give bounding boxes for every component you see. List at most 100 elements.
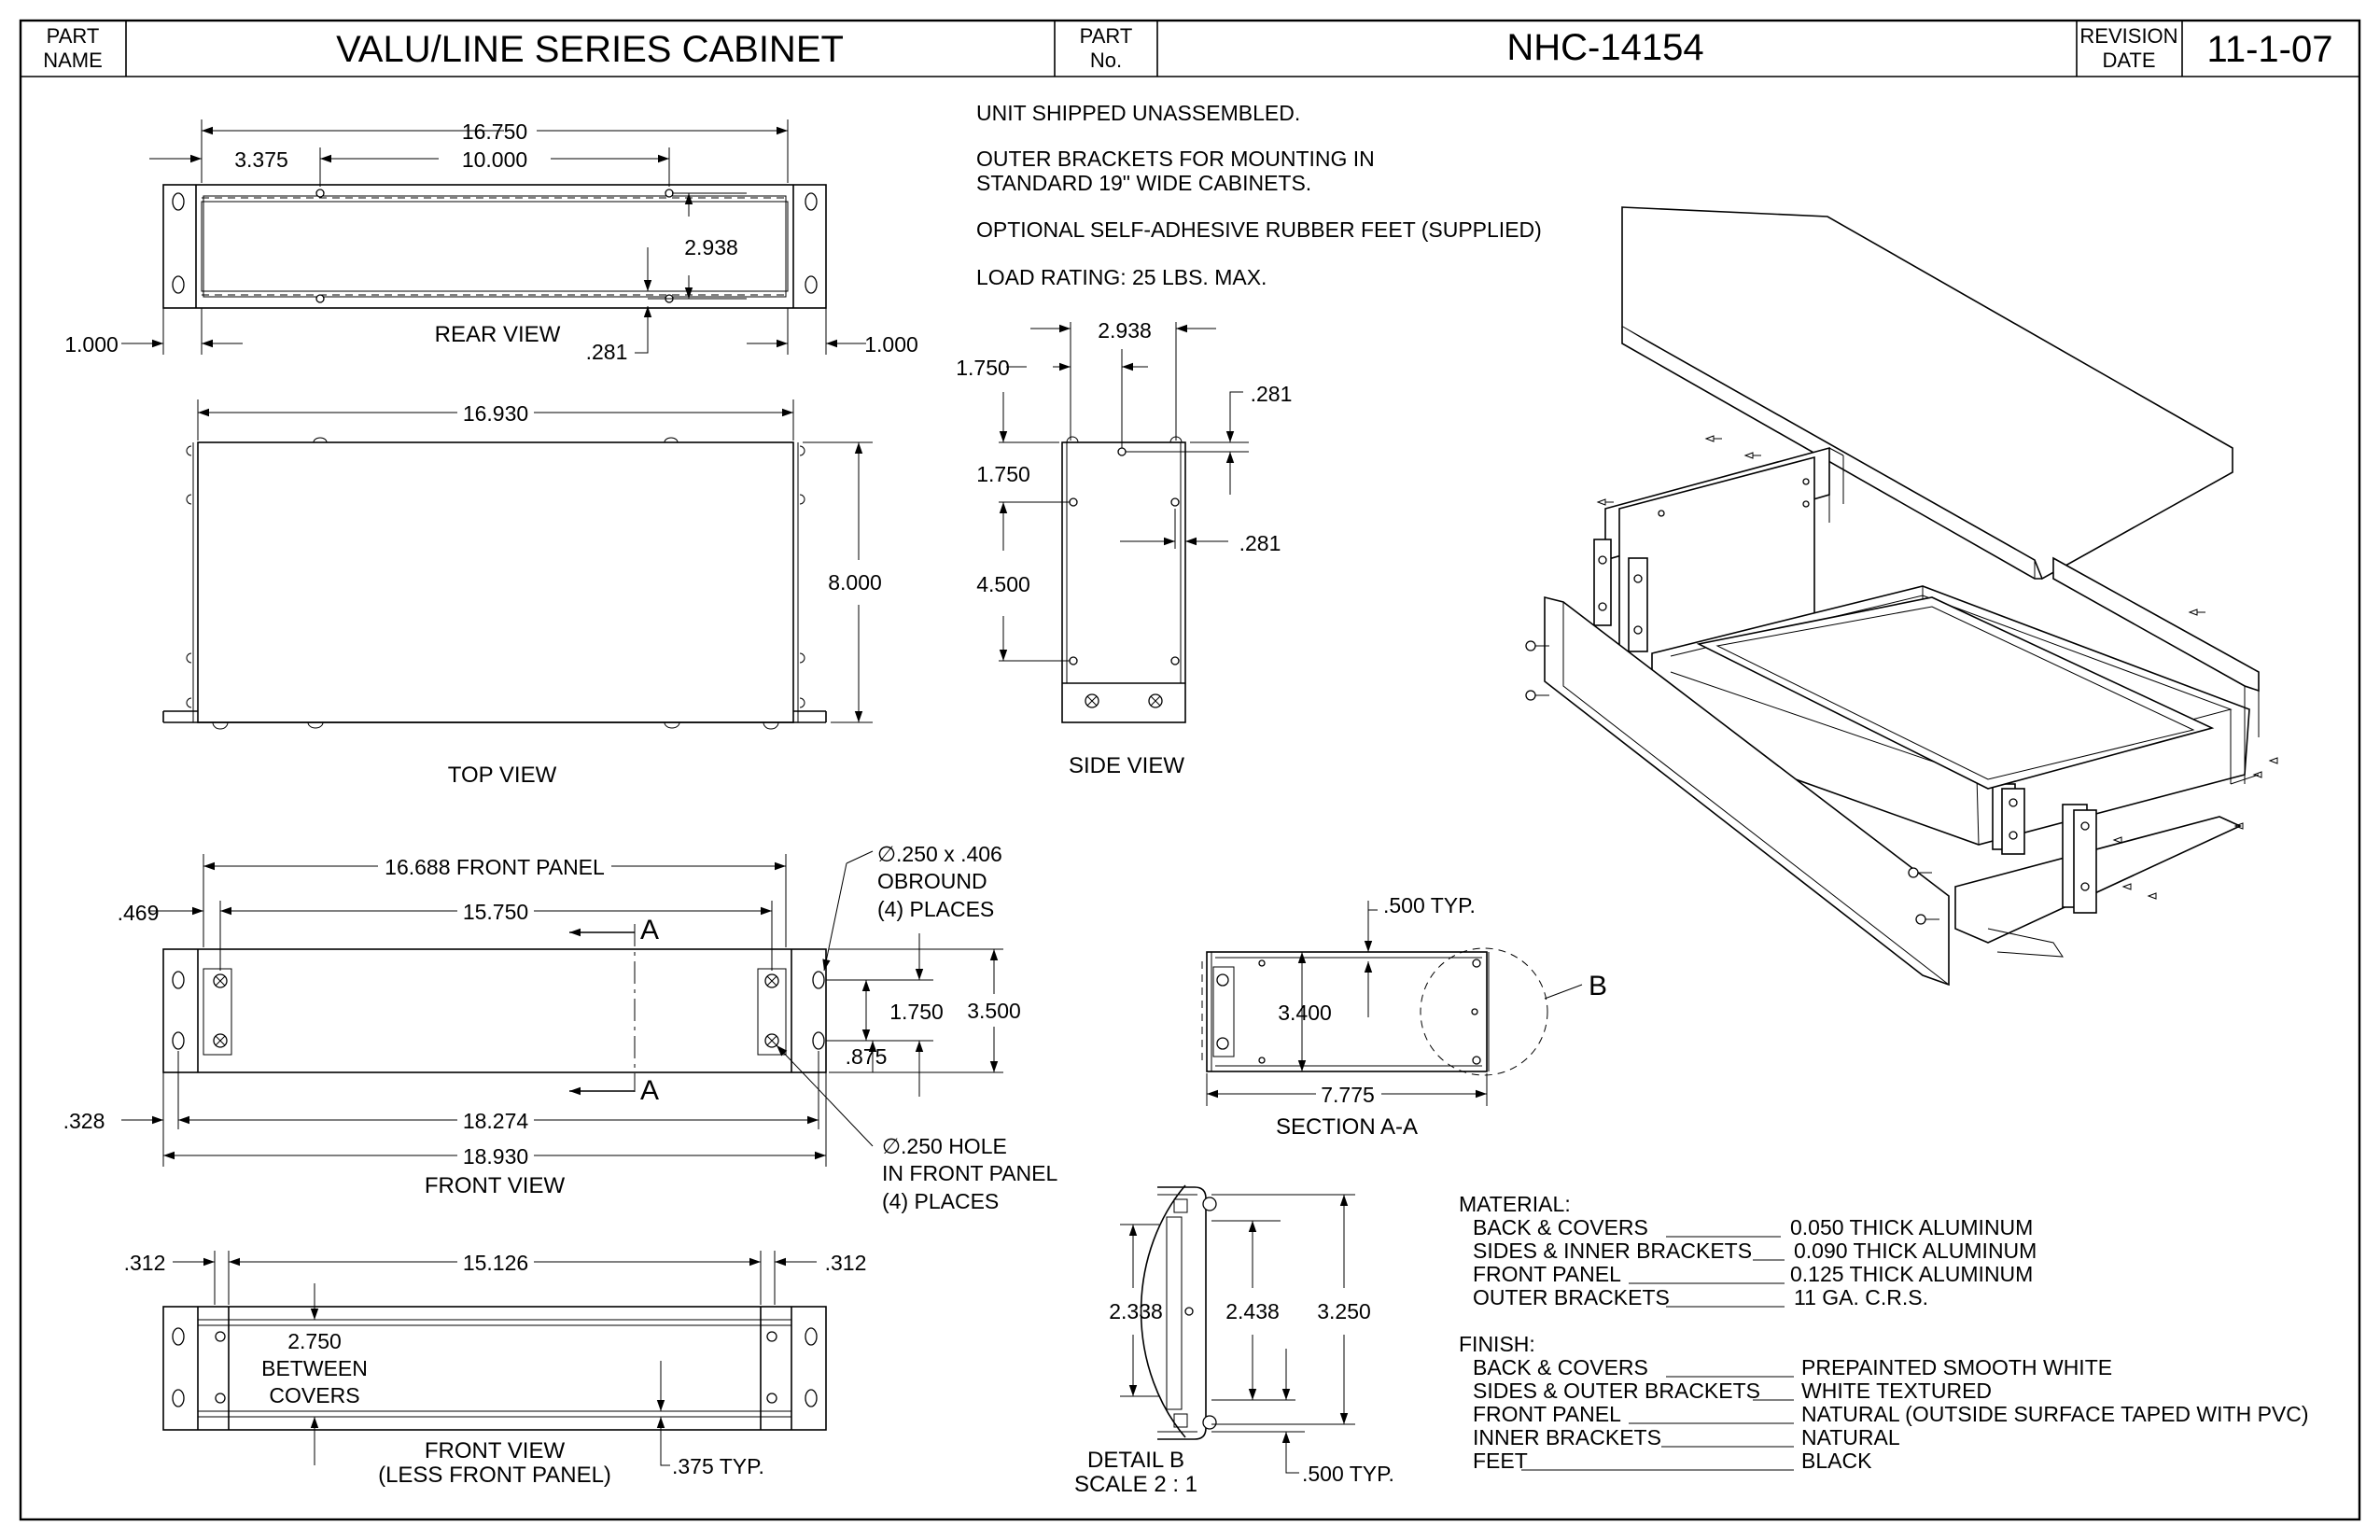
dim-front-spacing: 15.750 [463, 900, 528, 924]
top-view-label: TOP VIEW [448, 763, 557, 788]
callout-hole-1: ∅.250 HOLE [882, 1134, 1007, 1158]
dim-front-bottom: .875 [846, 1044, 888, 1069]
dim-side-r2: .281 [1239, 531, 1281, 555]
dim-front-edge: .328 [63, 1109, 105, 1133]
dim-rear-right: 1.000 [864, 332, 918, 357]
dim-top-width: 16.930 [463, 401, 528, 426]
dim-top-depth: 8.000 [828, 570, 882, 595]
rear-view: 16.750 3.375 10.000 2.938 .281 1.000 1.0… [64, 119, 918, 364]
note-3: STANDARD 19" WIDE CABINETS. [976, 171, 1311, 195]
note-1: UNIT SHIPPED UNASSEMBLED. [976, 101, 1300, 125]
dim-less-gap-label-1: BETWEEN [261, 1356, 368, 1380]
dim-less-gap-label-2: COVERS [269, 1383, 359, 1407]
sheet-border [19, 19, 2361, 1521]
finish-list: FINISH: BACK & COVERS PREPAINTED SMOOTH … [1459, 1332, 2309, 1473]
callout-hole-2: IN FRONT PANEL [882, 1161, 1057, 1185]
dim-section-width: 7.775 [1321, 1083, 1375, 1107]
dim-rear-overall: 16.750 [462, 119, 527, 144]
finish-item-1: BACK & COVERS [1473, 1355, 1648, 1379]
dim-side-d1: 1.750 [956, 356, 1010, 380]
front-view: A A 16.688 FRONT PANEL .469 15.750 .328 … [63, 842, 1058, 1213]
section-aa: B 3.400 .500 TYP. 7.775 SECTION A-A [1201, 893, 1607, 1140]
finish-spec-2: WHITE TEXTURED [1801, 1379, 1992, 1403]
revision-date: 11-1-07 [2207, 29, 2333, 70]
material-spec-1: 0.050 THICK ALUMINUM [1790, 1215, 2033, 1239]
rear-view-label: REAR VIEW [435, 322, 561, 347]
callout-obround-2: OBROUND [877, 869, 987, 893]
dim-side-d2: 1.750 [976, 462, 1030, 486]
section-marker-top: A [640, 915, 659, 945]
callout-hole-3: (4) PLACES [882, 1189, 999, 1213]
dim-detail-c: 3.250 [1317, 1299, 1371, 1323]
side-view-label: SIDE VIEW [1069, 753, 1184, 778]
dim-side-d3: 4.500 [976, 572, 1030, 596]
finish-heading: FINISH: [1459, 1332, 1535, 1356]
section-aa-label: SECTION A-A [1276, 1114, 1418, 1140]
dim-detail-b: 2.438 [1225, 1299, 1280, 1323]
dim-section-height: 3.400 [1278, 1001, 1332, 1025]
front-panel-screws [1525, 640, 1939, 925]
detail-b-label-2: SCALE 2 : 1 [1074, 1472, 1197, 1497]
material-spec-2: 0.090 THICK ALUMINUM [1794, 1239, 2037, 1263]
dim-rear-left: 1.000 [64, 332, 119, 357]
material-item-2: SIDES & INNER BRACKETS [1473, 1239, 1752, 1263]
dim-front-hole-spacing: 1.750 [889, 1000, 944, 1024]
note-2: OUTER BRACKETS FOR MOUNTING IN [976, 147, 1375, 171]
title-block: PART NAME VALU/LINE SERIES CABINET PART … [19, 19, 2361, 1521]
top-view: 16.930 8.000 TOP VIEW [162, 399, 882, 788]
front-view-less-label-1: FRONT VIEW [425, 1438, 566, 1463]
dim-rear-height: 2.938 [684, 235, 738, 259]
front-view-less-panel: .312 15.126 .312 2.750 BETWEEN COVERS .3… [124, 1251, 867, 1488]
dim-front-overall: 18.930 [463, 1144, 528, 1169]
material-item-1: BACK & COVERS [1473, 1215, 1648, 1239]
dim-side-r1: .281 [1251, 382, 1293, 406]
isometric-exploded-view [1525, 206, 2278, 987]
part-name-label-2: NAME [43, 49, 103, 72]
dim-side-top: 2.938 [1098, 318, 1152, 343]
part-no-label: PART [1080, 24, 1133, 48]
revision-label: REVISION [2079, 24, 2177, 48]
finish-item-5: FEET [1473, 1449, 1528, 1473]
dim-section-typ: .500 TYP. [1383, 893, 1476, 917]
general-notes: UNIT SHIPPED UNASSEMBLED. OUTER BRACKETS… [976, 101, 1542, 289]
finish-spec-1: PREPAINTED SMOOTH WHITE [1801, 1355, 2112, 1379]
dim-less-left: .312 [124, 1251, 166, 1275]
part-number: NHC-14154 [1506, 27, 1703, 68]
dim-less-right: .312 [825, 1251, 867, 1275]
dim-less-gap: 2.750 [287, 1329, 342, 1353]
part-no-label-2: No. [1090, 49, 1122, 72]
dim-rear-spacing: 10.000 [462, 147, 527, 172]
front-view-label: FRONT VIEW [425, 1173, 566, 1198]
side-view: 2.938 1.750 1.750 4.500 .281 .281 SIDE V… [956, 318, 1292, 778]
material-item-3: FRONT PANEL [1473, 1262, 1621, 1286]
finish-spec-3: NATURAL (OUTSIDE SURFACE TAPED WITH PVC) [1801, 1402, 2309, 1426]
dim-front-panel: 16.688 FRONT PANEL [385, 855, 605, 879]
dim-rear-bottom: .281 [586, 340, 628, 364]
detail-b-marker: B [1589, 971, 1607, 1001]
finish-item-4: INNER BRACKETS [1473, 1425, 1661, 1449]
revision-label-2: DATE [2102, 49, 2155, 72]
finish-item-3: FRONT PANEL [1473, 1402, 1621, 1426]
loose-screws [1596, 435, 2278, 900]
detail-b: 2.338 2.438 3.250 .500 TYP. DETAIL B SCA… [1074, 1184, 1394, 1497]
dim-detail-a: 2.338 [1109, 1299, 1163, 1323]
callout-obround-1: ∅.250 x .406 [877, 842, 1002, 866]
finish-item-2: SIDES & OUTER BRACKETS [1473, 1379, 1760, 1403]
dim-less-typ: .375 TYP. [672, 1454, 764, 1478]
dim-less-spacing: 15.126 [463, 1251, 528, 1275]
part-name: VALU/LINE SERIES CABINET [336, 29, 844, 70]
dim-front-inset: .469 [118, 901, 160, 925]
note-4: OPTIONAL SELF-ADHESIVE RUBBER FEET (SUPP… [976, 217, 1542, 242]
front-view-less-label-2: (LESS FRONT PANEL) [378, 1463, 611, 1488]
dim-detail-typ: .500 TYP. [1302, 1462, 1394, 1486]
detail-b-label-1: DETAIL B [1087, 1448, 1184, 1473]
material-list: MATERIAL: BACK & COVERS 0.050 THICK ALUM… [1459, 1192, 2037, 1309]
section-marker-bottom: A [640, 1075, 659, 1106]
part-name-label: PART [47, 24, 100, 48]
material-heading: MATERIAL: [1459, 1192, 1571, 1216]
material-spec-4: 11 GA. C.R.S. [1794, 1285, 1928, 1309]
dim-rear-offset: 3.375 [234, 147, 288, 172]
material-item-4: OUTER BRACKETS [1473, 1285, 1670, 1309]
dim-front-inner: 18.274 [463, 1109, 529, 1133]
